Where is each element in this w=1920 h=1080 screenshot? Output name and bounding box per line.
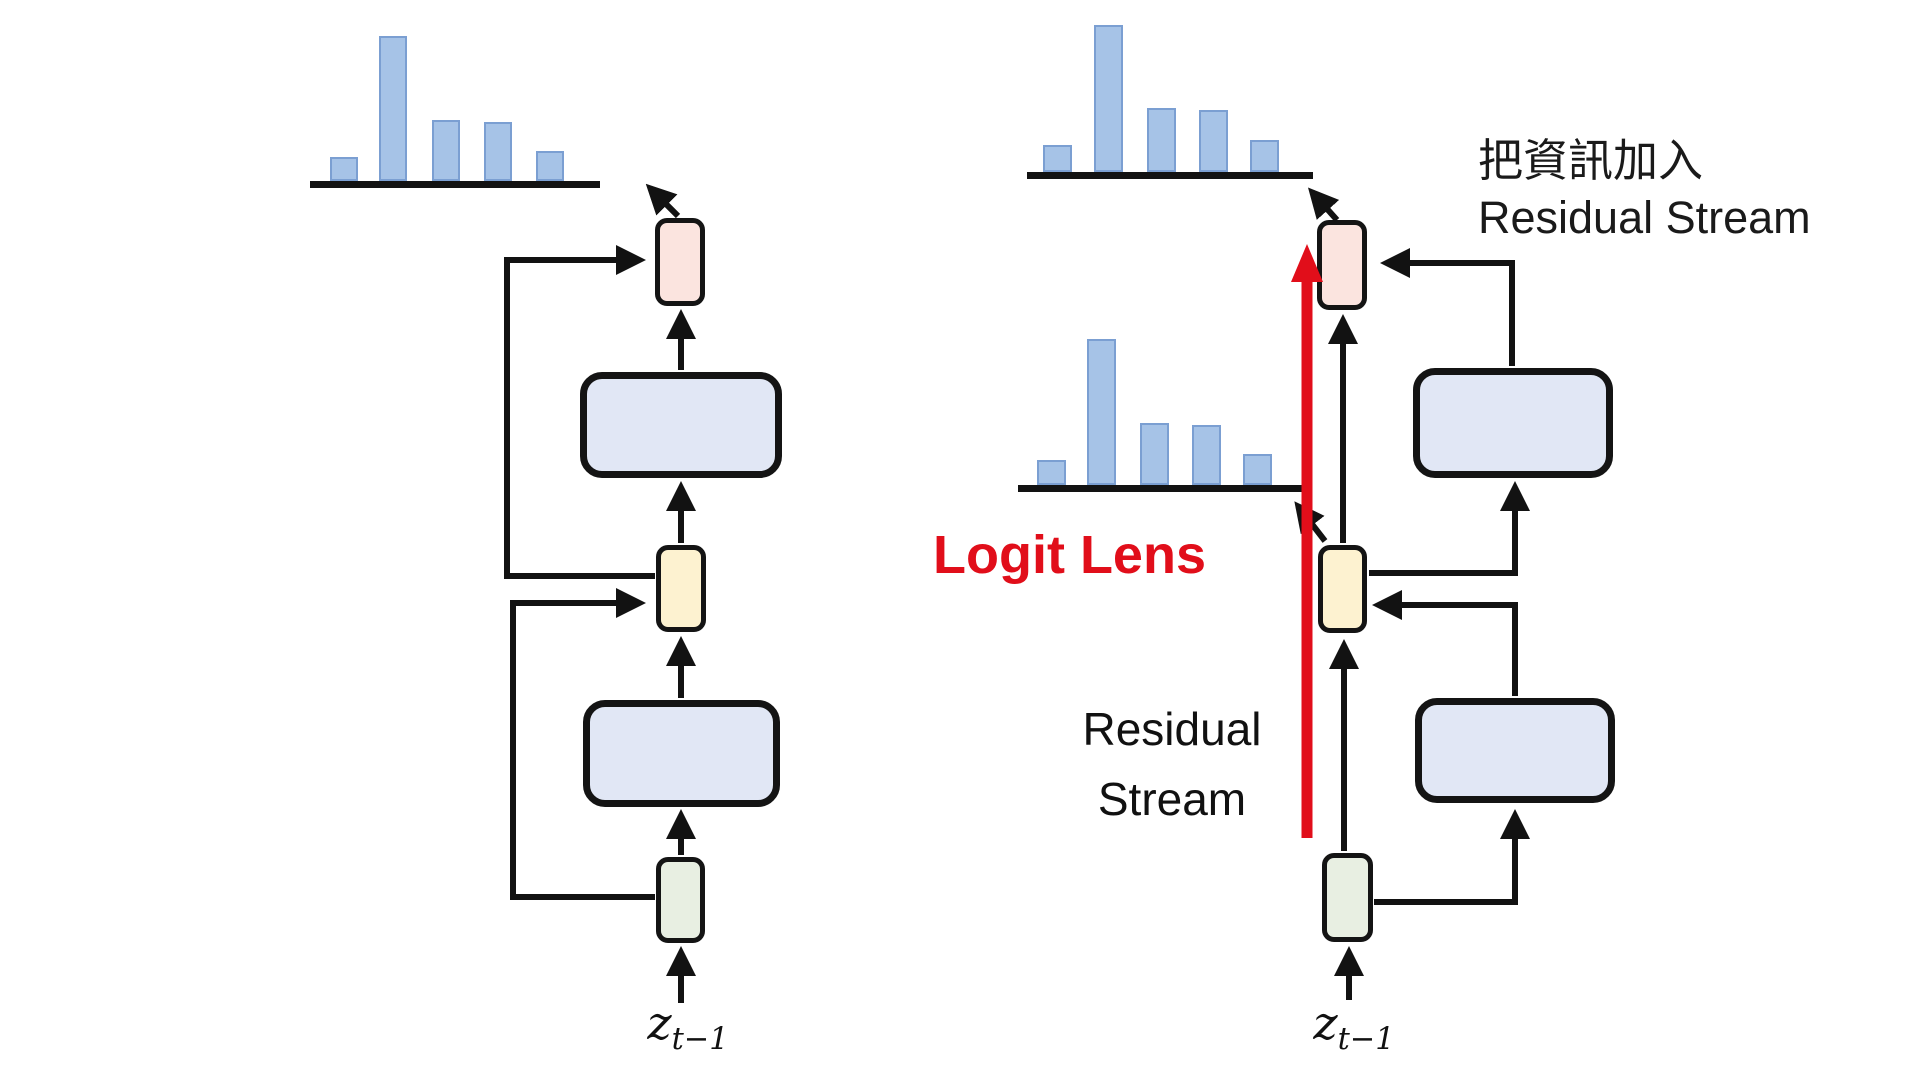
prob-bar	[330, 157, 358, 181]
prob-bar	[432, 120, 460, 181]
residual-stream-label: Residual Stream	[1058, 694, 1286, 834]
z-base: z	[1313, 996, 1338, 1050]
right-blue-block-bottom	[1415, 698, 1615, 803]
z-input-label-right: zt−1	[1274, 996, 1434, 1057]
add-to-residual-annotation: 把資訊加入 Residual Stream	[1478, 132, 1811, 246]
prob-bar	[1043, 145, 1072, 172]
residual-stream-line1: Residual	[1082, 703, 1262, 755]
prob-chart-left	[310, 20, 600, 188]
left-arrow-pink-to-chart	[645, 183, 681, 219]
prob-chart-logit-lens	[1018, 331, 1305, 492]
right-branch-green-to-block	[1374, 809, 1530, 905]
right-green-box	[1322, 853, 1373, 942]
left-green-box	[656, 857, 705, 943]
prob-bar	[1250, 140, 1279, 172]
prob-chart-top-right	[1027, 18, 1313, 179]
prob-bar	[536, 151, 564, 181]
left-pink-box	[655, 218, 705, 306]
left-yellow-box	[656, 545, 706, 632]
right-blue-block-top	[1413, 368, 1613, 478]
right-pink-box	[1317, 220, 1367, 310]
prob-bar	[379, 36, 407, 181]
annotation-line1: 把資訊加入	[1478, 135, 1704, 186]
chart-baseline	[1027, 172, 1313, 179]
z-subscript: t−1	[1337, 1022, 1395, 1058]
prob-bar	[1243, 454, 1272, 485]
chart-baseline	[1018, 485, 1305, 492]
prob-bar	[1147, 108, 1176, 172]
z-subscript: t−1	[671, 1022, 729, 1058]
right-branch-block-to-yellow	[1372, 590, 1518, 696]
left-blue-block-top	[580, 372, 782, 478]
z-base: z	[647, 996, 672, 1050]
right-yellow-box	[1318, 545, 1367, 633]
z-input-label-left: zt−1	[608, 996, 768, 1057]
right-arrow-pink-to-chart	[1308, 187, 1340, 222]
right-branch-yellow-to-block	[1369, 481, 1530, 576]
logit-lens-label: Logit Lens	[933, 525, 1206, 585]
residual-stream-line2: Stream	[1097, 773, 1247, 825]
prob-bar	[1199, 110, 1228, 172]
chart-baseline	[310, 181, 600, 188]
left-blue-block-bottom	[583, 700, 780, 807]
prob-bar	[484, 122, 512, 181]
prob-bar	[1140, 423, 1169, 485]
prob-bar	[1094, 25, 1123, 172]
prob-bar	[1087, 339, 1116, 485]
prob-bar	[1192, 425, 1221, 485]
annotation-line2: Residual Stream	[1478, 192, 1811, 243]
prob-bar	[1037, 460, 1066, 485]
right-branch-block-to-pink	[1380, 248, 1515, 366]
logit-lens-arrow	[1294, 501, 1328, 543]
